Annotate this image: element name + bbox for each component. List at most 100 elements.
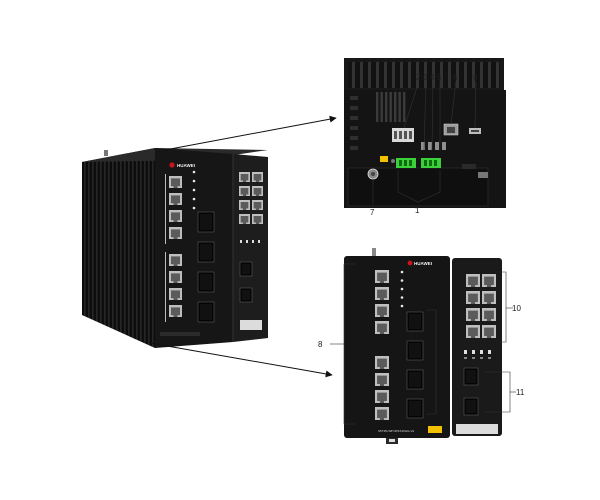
front-right-led xyxy=(472,350,475,354)
iso-led-2 xyxy=(192,188,196,192)
bottom-vents-left xyxy=(350,96,358,150)
front-sfp-port xyxy=(406,369,424,390)
iso-right-led xyxy=(246,240,248,243)
front-right-led-base xyxy=(472,357,475,359)
iso-right-rj45 xyxy=(239,186,250,196)
iso-front-right xyxy=(233,154,268,342)
front-right-sfp-port xyxy=(463,367,479,386)
front-rj45-port xyxy=(375,373,389,386)
callout-8: 8 xyxy=(318,340,323,349)
iso-rj45-port xyxy=(169,254,182,266)
iso-right-rj45 xyxy=(239,214,250,224)
iso-right-rj45 xyxy=(252,186,263,196)
iso-right-led xyxy=(252,240,254,243)
front-brand-text: HUAWEI xyxy=(414,261,432,266)
dip-cell xyxy=(404,131,407,139)
front-right-led xyxy=(488,350,491,354)
iso-right-sfp xyxy=(239,261,253,277)
front-right-rj45 xyxy=(466,274,480,287)
iso-led-4 xyxy=(192,206,196,210)
vent-slot xyxy=(380,92,383,122)
iso-right-rj45 xyxy=(252,172,263,182)
front-panel-view: HUAWEI S5735I-S8T4P4X4XHG-V2 8 10 11 xyxy=(318,248,525,444)
iso-right-led xyxy=(240,240,242,243)
alarm-slot xyxy=(428,142,432,150)
iso-led-0 xyxy=(192,170,196,174)
front-right-rj45 xyxy=(482,291,496,304)
callout-1: 1 xyxy=(415,206,420,215)
front-right-rj45 xyxy=(466,325,480,338)
front-rj45-port xyxy=(375,407,389,420)
warning-sticker xyxy=(380,156,388,162)
front-right-sfp xyxy=(463,367,479,416)
alarm-slot xyxy=(421,142,425,150)
iso-right-rj45 xyxy=(239,172,250,182)
iso-rj45-ports xyxy=(165,174,182,322)
front-rj45-port xyxy=(375,304,389,317)
callout-9: 9 xyxy=(473,73,478,82)
vent-slot xyxy=(385,92,388,122)
callout-2: 2 xyxy=(416,73,421,82)
front-led-3 xyxy=(400,296,404,299)
front-callouts xyxy=(330,263,516,425)
iso-side-heatsink xyxy=(82,148,155,348)
iso-rj45-port xyxy=(169,176,182,188)
vent-slot xyxy=(389,92,392,122)
iso-sfp-port xyxy=(197,271,215,293)
iso-sfp-ports xyxy=(197,211,215,323)
front-right-label xyxy=(456,424,498,434)
iso-rj45-port xyxy=(169,210,182,222)
vent-slot xyxy=(350,146,358,150)
iso-rj45-port xyxy=(169,227,182,239)
iso-switch: HUAWEI xyxy=(82,148,268,348)
vent-slot xyxy=(403,92,406,122)
bottom-panel-view: 2 3 4 5 6 9 7 1 xyxy=(344,58,506,217)
iso-right-rj45 xyxy=(252,214,263,224)
iso-rj45-port xyxy=(169,288,182,300)
front-rj45-port xyxy=(375,390,389,403)
front-sfp-ports xyxy=(406,311,424,419)
front-right-led xyxy=(480,350,483,354)
callout-5: 5 xyxy=(437,73,442,82)
iso-led-1 xyxy=(192,179,196,183)
front-rj45-port xyxy=(375,321,389,334)
front-rj45-port xyxy=(375,270,389,283)
iso-right-sfp xyxy=(239,287,253,303)
iso-model-label xyxy=(160,332,200,336)
iso-rj45-port xyxy=(169,193,182,205)
vent-slot xyxy=(398,92,401,122)
front-rj45-port xyxy=(375,287,389,300)
iso-front-main xyxy=(155,148,233,348)
front-right-rj45-grid xyxy=(466,274,496,338)
front-rj45-port xyxy=(375,356,389,369)
iso-right-led xyxy=(258,240,260,243)
front-right-led xyxy=(464,350,467,354)
front-right-sfp-port xyxy=(463,397,479,416)
dip-cell xyxy=(394,131,397,139)
iso-warning-label xyxy=(240,320,262,330)
callout-3: 3 xyxy=(423,73,428,82)
iso-rj45-port xyxy=(169,271,182,283)
front-sfp-port xyxy=(406,340,424,361)
front-right-led-base xyxy=(464,357,467,359)
front-led-1 xyxy=(400,279,404,282)
front-led-2 xyxy=(400,287,404,291)
iso-right-rj45 xyxy=(239,200,250,210)
vent-slot xyxy=(350,116,358,120)
iso-right-ports xyxy=(239,172,263,303)
front-right-rj45 xyxy=(466,308,480,321)
vent-slot xyxy=(376,92,379,122)
callout-6: 6 xyxy=(453,73,458,82)
bottom-callouts xyxy=(372,80,477,205)
arrow-to-front-view xyxy=(149,342,333,378)
callout-11: 11 xyxy=(516,388,525,397)
front-led-0 xyxy=(400,270,404,274)
iso-rj45-port xyxy=(169,305,182,317)
front-model-label: S5735I-S8T4P4X4XHG-V2 xyxy=(378,429,415,433)
callout-7: 7 xyxy=(370,208,375,217)
huawei-logo: HUAWEI xyxy=(169,162,195,168)
front-rj45-ports xyxy=(375,270,389,420)
iso-sfp-port xyxy=(197,301,215,323)
front-right-leds xyxy=(464,350,491,359)
